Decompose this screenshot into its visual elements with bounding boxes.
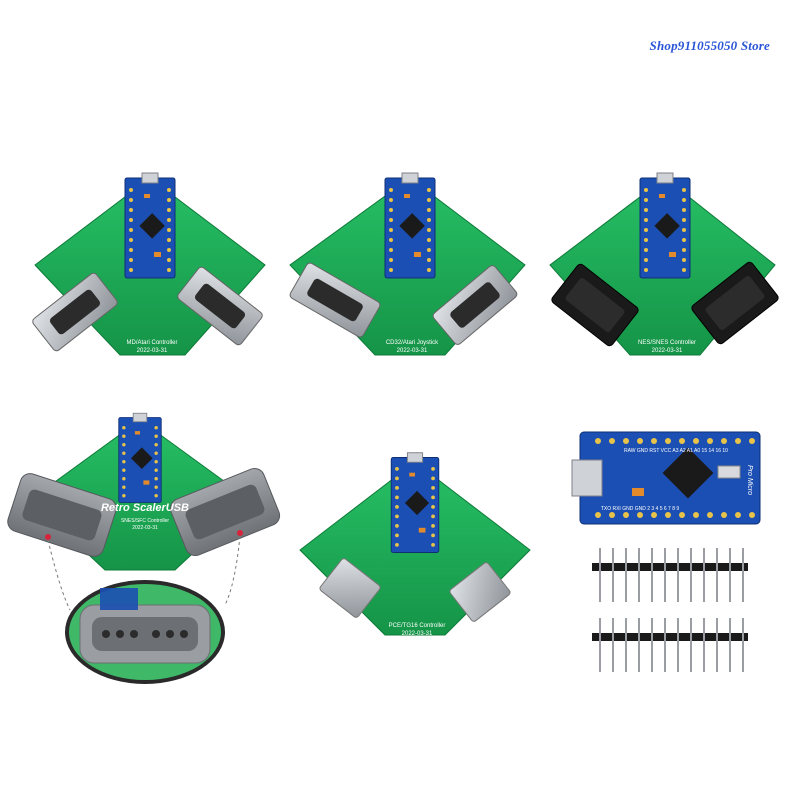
db9-connector-left [289, 262, 381, 338]
board-brand: RetroScalerUSB [371, 356, 448, 367]
board-date: 2022-03-31 [137, 348, 168, 354]
pin-labels-top: RAW GND RST VCC A3 A2 A1 A0 15 14 16 10 [624, 448, 728, 454]
store-watermark: Shop911055050 Store [649, 38, 770, 53]
pro-micro-module [124, 172, 176, 279]
board-cd32-atari: CD32/Atari Joystick 2022-03-31 RetroScal… [289, 172, 526, 367]
board-md-atari: MD/Atari Controller 2022-03-31 RetroScal… [32, 172, 266, 367]
board-brand: SNES/SFC Controller [121, 518, 169, 524]
board-label: NES/SNES Controller [638, 340, 696, 346]
pro-micro-module [390, 452, 440, 553]
callout-dot [45, 534, 51, 540]
board-pce-tg16: PCE/TG16 Controller 2022-03-31 RetroScal… [299, 452, 531, 649]
db9-connector-left [32, 272, 118, 352]
board-label: CD32/Atari Joystick [386, 340, 439, 346]
callout-dot [237, 530, 243, 536]
board-label: MD/Atari Controller [126, 340, 177, 346]
pin-labels-bottom: TXO RXI GND GND 2 3 4 5 6 7 8 9 [601, 506, 680, 512]
board-brand: RetroScalerUSB [109, 356, 186, 367]
header-pin-strip-top [592, 548, 748, 602]
pro-micro-module [639, 172, 691, 279]
board-date: 2022-03-31 [132, 525, 158, 531]
db9-connector-right [432, 265, 518, 345]
snes-connector-left [7, 473, 117, 557]
nes-connector-left [551, 263, 639, 347]
board-nes-snes: NES/SNES Controller 2022-03-31 RetroScal… [549, 172, 779, 367]
snes-connector-right [169, 467, 281, 557]
board-date: 2022-03-31 [652, 348, 683, 354]
board-date: 2022-03-31 [402, 631, 433, 637]
pro-micro-module [118, 412, 162, 503]
board-label: Retro ScalerUSB [101, 502, 189, 514]
board-brand: RetroScalerUSB [378, 638, 455, 649]
mini-din-connector-left [319, 558, 381, 618]
board-date: 2022-03-31 [397, 348, 428, 354]
mini-din-connector-right [449, 562, 511, 622]
connector-zoom-inset [65, 580, 225, 684]
board-brand: RetroScalerUSB [626, 356, 703, 367]
pro-micro-module [384, 172, 436, 279]
nes-connector-right [691, 261, 779, 345]
pro-micro-board: RAW GND RST VCC A3 A2 A1 A0 15 14 16 10 … [571, 431, 761, 525]
board-snes-sfc: Retro ScalerUSB SNES/SFC Controller 2022… [7, 412, 281, 684]
db9-connector-right [177, 266, 263, 346]
pro-micro-label: Pro Micro [746, 465, 753, 495]
board-label: PCE/TG16 Controller [389, 623, 446, 629]
header-pin-strip-bottom [592, 618, 748, 672]
